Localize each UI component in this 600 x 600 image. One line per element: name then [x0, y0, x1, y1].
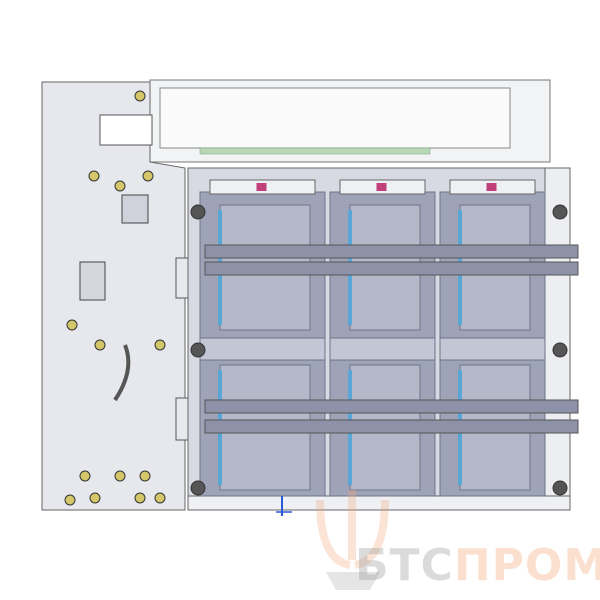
handle-slot [99, 114, 153, 146]
middle-band [329, 337, 436, 361]
watermark-part2: ПРОМ [453, 540, 600, 591]
screw-icon [89, 492, 101, 504]
pole-top-marker [256, 183, 267, 191]
pole-top-marker [376, 183, 387, 191]
lever-arm [113, 344, 131, 402]
screw-icon [154, 492, 166, 504]
busbar [204, 419, 579, 434]
right-frame [544, 167, 571, 511]
screw-icon [66, 319, 78, 331]
busbar [204, 399, 579, 414]
busbar [204, 244, 579, 259]
screw-icon [79, 470, 91, 482]
top-housing-panel [159, 87, 511, 149]
screw-icon [114, 180, 126, 192]
screw-icon [142, 170, 154, 182]
busbar [204, 261, 579, 276]
screw-icon [190, 342, 206, 358]
screw-icon [94, 339, 106, 351]
green-connector-strip [199, 147, 431, 155]
screw-icon [139, 470, 151, 482]
screw-icon [134, 90, 146, 102]
bracket [79, 261, 106, 301]
pole-2 [329, 179, 436, 497]
screw-icon [552, 204, 568, 220]
pole-3 [439, 179, 546, 497]
screw-icon [88, 170, 100, 182]
screw-icon [190, 480, 206, 496]
screw-icon [552, 342, 568, 358]
window [121, 194, 149, 224]
pole-top-marker [486, 183, 497, 191]
watermark-part1: БТС [355, 540, 454, 591]
watermark: БТСПРОМ [355, 540, 600, 591]
watermark-logo-icon [316, 490, 389, 590]
side-plate [41, 81, 186, 511]
screw-icon [552, 480, 568, 496]
middle-band [439, 337, 546, 361]
middle-band [199, 337, 326, 361]
screw-icon [114, 470, 126, 482]
screw-icon [134, 492, 146, 504]
screw-icon [154, 339, 166, 351]
screw-icon [190, 204, 206, 220]
screw-icon [64, 494, 76, 506]
pole-1 [199, 179, 326, 497]
base-rail [187, 495, 571, 511]
